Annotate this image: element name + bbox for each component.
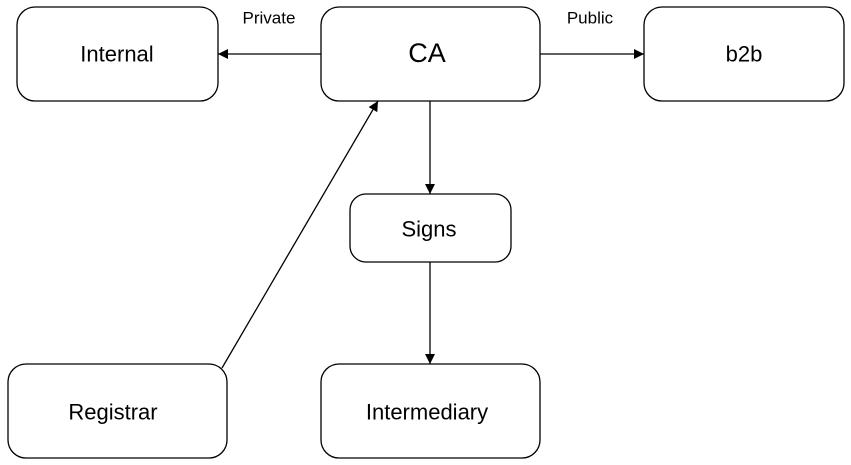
node-intermediary-box: [320, 363, 541, 459]
node-internal-label: Internal: [80, 42, 153, 67]
edge-registrar-to-ca: [221, 100, 379, 369]
node-intermediary-label: Intermediary: [366, 400, 488, 425]
node-ca-box: [320, 6, 541, 102]
edge-registrar-to-ca-line: [221, 100, 379, 369]
node-registrar-label: Registrar: [68, 400, 157, 425]
node-b2b: b2b: [643, 6, 845, 102]
node-internal: Internal: [16, 6, 219, 102]
node-b2b-label: b2b: [726, 42, 763, 67]
edge-ca-to-b2b: Public: [540, 9, 644, 59]
node-signs: Signs: [349, 193, 512, 263]
edge-ca-to-internal: Private: [218, 9, 321, 59]
edge-label-public: Public: [567, 9, 614, 28]
node-internal-box: [16, 6, 219, 102]
node-ca: CA: [320, 6, 541, 102]
edge-label-private: Private: [243, 9, 296, 28]
node-signs-label: Signs: [401, 217, 456, 242]
node-ca-label: CA: [408, 38, 446, 68]
node-intermediary: Intermediary: [320, 363, 541, 459]
node-registrar-box: [7, 363, 228, 459]
node-signs-box: [349, 193, 512, 263]
node-b2b-box: [643, 6, 845, 102]
node-registrar: Registrar: [7, 363, 228, 459]
